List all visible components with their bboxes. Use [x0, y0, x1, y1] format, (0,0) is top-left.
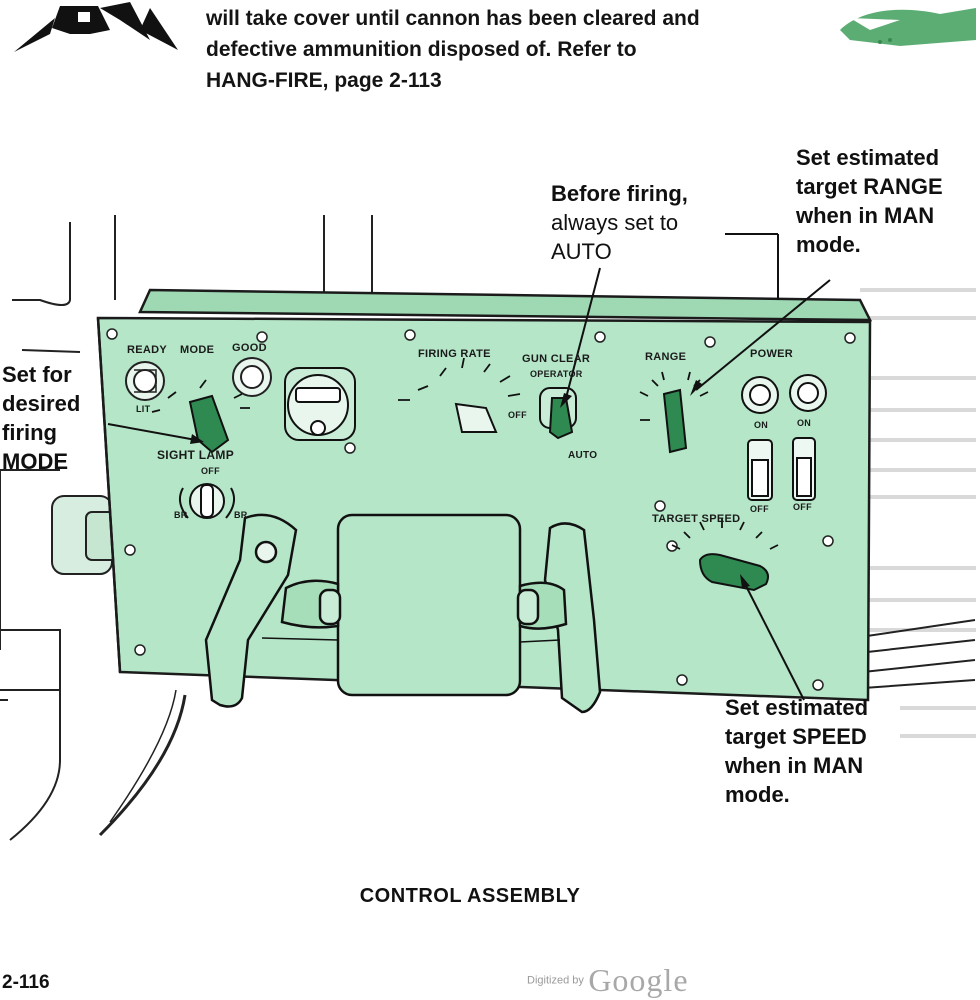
label-br-left: BR [174, 510, 188, 520]
auto-callout: Before firing, always set to AUTO [551, 179, 688, 266]
label-off-left: OFF [750, 504, 769, 514]
range-knob [639, 371, 709, 454]
vehicle-frame-lines [0, 215, 976, 841]
mode-callout-line-1: Set for [2, 362, 72, 387]
label-on-left: ON [754, 420, 769, 430]
label-on-right: ON [797, 418, 812, 428]
landscape-vignette-icon [840, 8, 976, 46]
label-br-right: BR [234, 510, 248, 520]
power-knobs [741, 374, 827, 414]
label-off-right: OFF [793, 502, 812, 512]
speed-callout-line-3: when in MAN [725, 753, 864, 778]
page-number: 2-116 [2, 972, 50, 993]
warning-line-1: will take cover until cannon has been cl… [206, 7, 700, 30]
mode-callout-line-3: firing [2, 420, 57, 445]
sight-gauge [284, 367, 356, 441]
background-text-bleed [860, 288, 976, 738]
label-target-speed: TARGET SPEED [652, 513, 741, 525]
warning-line-2: defective ammunition disposed of. Refer … [206, 38, 637, 61]
mode-selector-knob [151, 379, 250, 454]
callout-arrowheads [190, 380, 750, 588]
mode-callout: Set for desired firing MODE [2, 360, 80, 476]
watermark-google: Google [588, 962, 689, 998]
skull-warning-icon [14, 2, 178, 52]
label-gun-clear: GUN CLEAR [522, 353, 591, 365]
label-mode: MODE [180, 344, 215, 356]
mode-callout-line-2: desired [2, 391, 81, 416]
auto-callout-line-3: AUTO [551, 239, 612, 264]
label-range: RANGE [645, 351, 687, 363]
good-lamp-knob [232, 357, 272, 397]
speed-callout-line-4: mode. [725, 782, 790, 807]
speed-callout-line-2: target SPEED [725, 724, 867, 749]
google-watermark: Digitized by Google [527, 962, 689, 999]
label-firing-rate: FIRING RATE [418, 348, 491, 360]
sight-lamp-knob [178, 483, 236, 519]
power-toggle-switches [747, 437, 816, 501]
auto-callout-line-2: always set to [551, 210, 679, 235]
hand-grips [204, 513, 602, 714]
label-auto: AUTO [568, 450, 598, 461]
firing-rate-knob [398, 357, 521, 433]
label-sight-lamp: SIGHT LAMP [157, 448, 234, 462]
callout-leader-lines [107, 233, 831, 701]
label-power: POWER [750, 348, 794, 360]
warning-line-3: HANG-FIRE, page 2-113 [206, 69, 442, 92]
auto-callout-line-1: Before firing, [551, 181, 688, 206]
target-speed-knob [671, 518, 779, 592]
label-lit: LIT [136, 404, 151, 414]
range-callout-line-3: when in MAN [796, 203, 935, 228]
range-callout-line-1: Set estimated [796, 145, 940, 170]
hang-fire-warning: will take cover until cannon has been cl… [206, 3, 836, 96]
label-lamp-off: OFF [201, 466, 220, 476]
speed-callout: Set estimated target SPEED when in MAN m… [725, 693, 868, 809]
watermark-digitized-by: Digitized by [527, 974, 584, 987]
range-callout-line-4: mode. [796, 232, 861, 257]
label-ready: READY [127, 344, 168, 356]
mode-callout-line-4: MODE [2, 449, 68, 474]
label-operator: OPERATOR [530, 369, 583, 379]
label-good: GOOD [232, 342, 267, 354]
ready-lamp-knob [125, 361, 165, 401]
label-rate-off: OFF [508, 410, 527, 420]
figure-caption: CONTROL ASSEMBLY [359, 885, 581, 907]
speed-callout-line-1: Set estimated [725, 695, 869, 720]
range-callout: Set estimated target RANGE when in MAN m… [796, 143, 943, 259]
range-callout-line-2: target RANGE [796, 174, 943, 199]
